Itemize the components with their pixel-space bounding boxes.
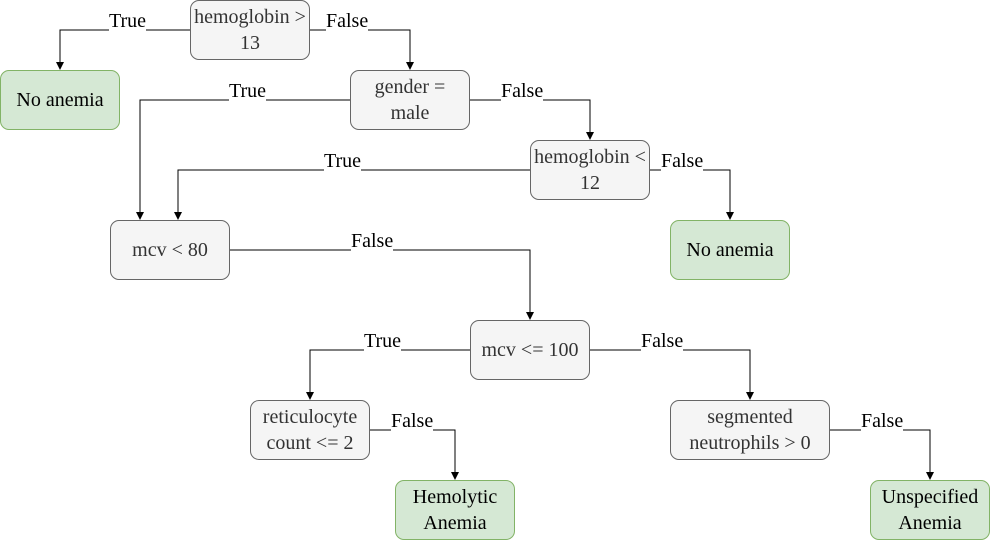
edge-label-hb13-true: True <box>109 10 147 32</box>
edge-label-hb12-false: False <box>661 150 704 172</box>
edge-label-mcv100-false: False <box>641 330 684 352</box>
node-gender-male: gender = male <box>350 70 470 130</box>
node-segmented-neutrophils: segmented neutrophils > 0 <box>670 400 830 460</box>
edge-mcv100-false <box>590 349 754 400</box>
leaf-hemolytic-anemia: Hemolytic Anemia <box>395 480 515 540</box>
edge-label-mcv100-true: True <box>364 330 402 352</box>
edge-neutro-false <box>830 429 934 480</box>
edge-label-hb13-false: False <box>326 10 369 32</box>
edge-hb13-true <box>56 29 190 70</box>
edge-label-hb12-true: True <box>324 150 362 172</box>
edge-mcv80-false <box>230 249 534 320</box>
node-mcv-le-100: mcv <= 100 <box>470 320 590 380</box>
node-mcv-lt-80: mcv < 80 <box>110 220 230 280</box>
edge-label-gender-true: True <box>229 80 267 102</box>
node-reticulocyte-count: reticulocyte count <= 2 <box>250 400 370 460</box>
edge-hb13-false <box>310 29 414 70</box>
leaf-unspecified-anemia: Unspecified Anemia <box>870 480 990 540</box>
edge-gender-false <box>470 99 594 140</box>
edge-label-retic-false: False <box>391 410 434 432</box>
edge-label-mcv80-false: False <box>351 230 394 252</box>
edge-gender-true <box>136 99 350 220</box>
edge-hb12-true <box>174 169 530 220</box>
edge-label-neutro-false: False <box>861 410 904 432</box>
edge-retic-false <box>370 429 459 480</box>
node-hemoglobin-lt-12: hemoglobin < 12 <box>530 140 650 200</box>
leaf-no-anemia-1: No anemia <box>0 70 120 130</box>
edge-label-gender-false: False <box>501 80 544 102</box>
edge-mcv100-true <box>306 349 470 400</box>
node-hemoglobin-gt-13: hemoglobin > 13 <box>190 0 310 60</box>
leaf-no-anemia-2: No anemia <box>670 220 790 280</box>
edge-hb12-false <box>650 169 734 220</box>
